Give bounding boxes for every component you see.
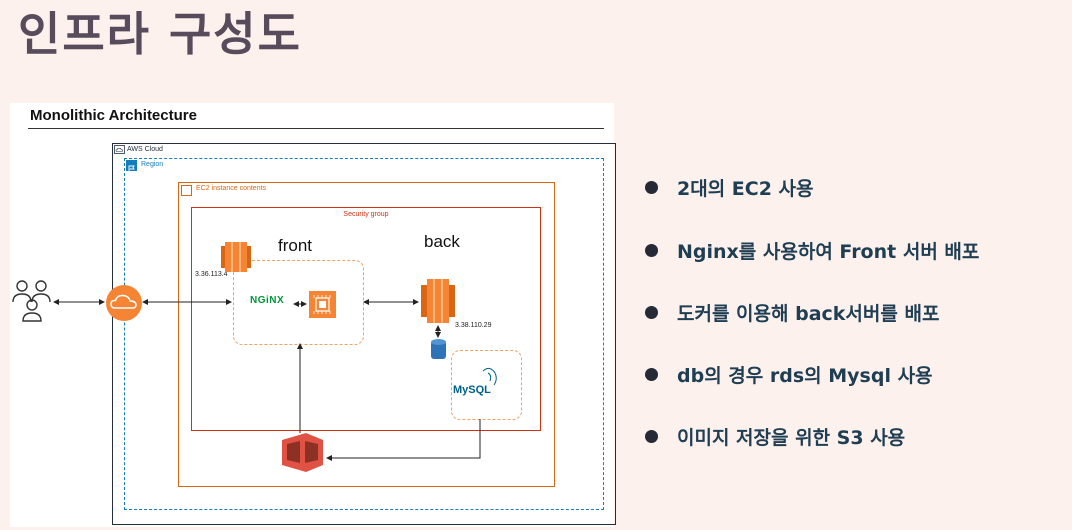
bullet-item: 이미지 저장을 위한 S3 사용 [640, 421, 1070, 453]
chip-icon [309, 291, 336, 318]
front-ip: 3.36.113.4 [195, 271, 228, 278]
back-label: back [424, 232, 460, 251]
ec2-instance-icon [421, 279, 455, 323]
users-icon [12, 280, 51, 322]
front-label: front [278, 236, 313, 255]
ec2-group-label: EC2 instance contents [196, 185, 267, 192]
bullet-dot-icon [645, 430, 658, 443]
nginx-logo: NGiNX [250, 295, 285, 306]
bullet-text: Nginx를 사용하여 Front 서버 배포 [677, 241, 980, 263]
ebs-volume-icon [431, 339, 446, 359]
mysql-box [451, 350, 522, 420]
ec2-instance-group: EC2 instance contents [178, 182, 555, 487]
bullet-item: Nginx를 사용하여 Front 서버 배포 [640, 235, 1070, 267]
internet-gateway-icon [106, 285, 142, 321]
bullet-item: 도커를 이용해 back서버를 배포 [640, 297, 1070, 329]
ec2-instance-icon [221, 242, 251, 272]
bullet-dot-icon [645, 181, 658, 194]
architecture-diagram: Monolithic Architecture AWS Cloud Region… [10, 103, 616, 527]
bullet-dot-icon [645, 244, 658, 257]
ec2-group-icon [181, 185, 192, 196]
s3-bucket-icon [282, 433, 323, 472]
region-flag-icon [126, 160, 137, 173]
mysql-dolphin-icon [482, 367, 497, 386]
bullet-dot-icon [645, 306, 658, 319]
region-group: Region [124, 158, 604, 510]
aws-cloud-label: AWS Cloud [127, 146, 163, 153]
security-group: Security group [191, 207, 541, 431]
diagram-connectors [12, 242, 497, 472]
aws-cloud-icon [114, 145, 125, 154]
back-ip: 3.38.110.29 [455, 322, 492, 329]
aws-cloud-group: AWS Cloud [112, 143, 616, 525]
mysql-logo: MySQL [453, 384, 491, 396]
mysql-s3-link [326, 419, 481, 461]
bullet-dot-icon [645, 368, 658, 381]
security-group-label: Security group [343, 211, 389, 218]
bullet-text: 이미지 저장을 위한 S3 사용 [677, 427, 906, 449]
bullet-item: db의 경우 rds의 Mysql 사용 [640, 359, 1070, 391]
bullet-text: 도커를 이용해 back서버를 배포 [677, 303, 940, 325]
region-label: Region [141, 161, 164, 168]
slide-title: 인프라 구성도 [18, 7, 302, 61]
bullet-item: 2대의 EC2 사용 [640, 172, 1070, 204]
bullet-text: 2대의 EC2 사용 [677, 178, 814, 200]
bullet-text: db의 경우 rds의 Mysql 사용 [677, 365, 933, 387]
heading-divider [28, 128, 604, 129]
diagram-heading: Monolithic Architecture [30, 107, 197, 124]
